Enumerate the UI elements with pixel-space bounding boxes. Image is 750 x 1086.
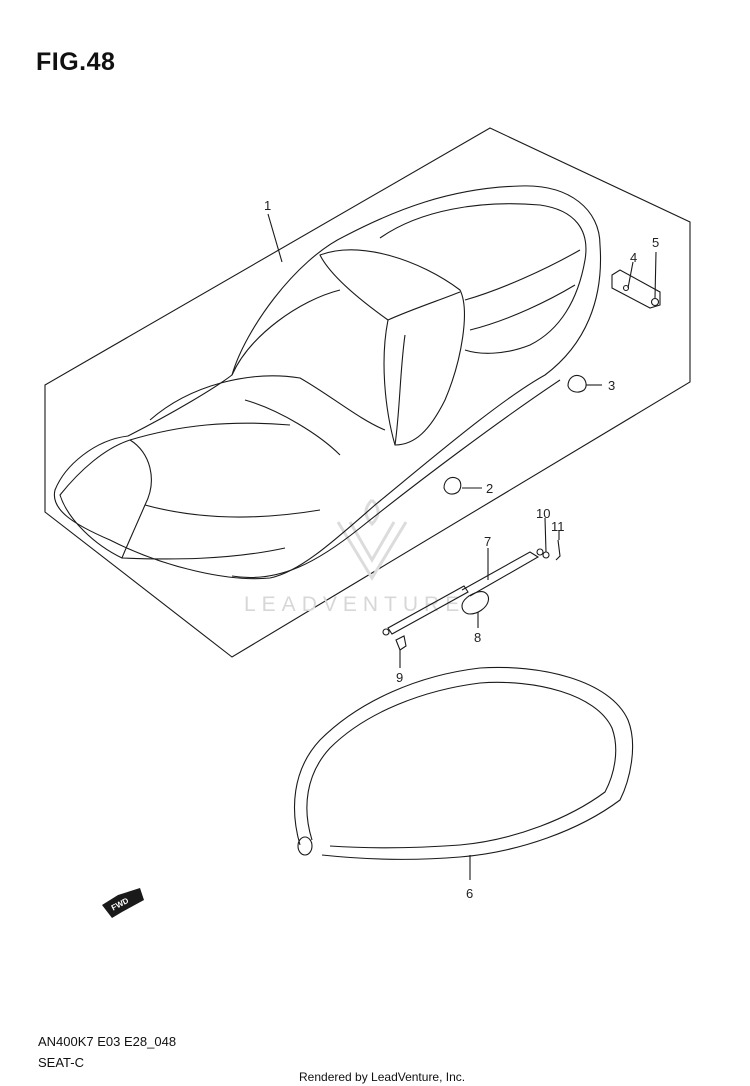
- bolt-part-5: [650, 251, 660, 307]
- callout-2: 2: [486, 481, 493, 496]
- callout-3: 3: [608, 378, 615, 393]
- callout-7: 7: [484, 534, 491, 549]
- bracket-part-4: [611, 261, 661, 309]
- assembly-outline: [44, 127, 691, 658]
- watermark-text: LEADVENTURE: [244, 593, 465, 616]
- leader-line-1: [267, 213, 283, 263]
- callout-4: 4: [630, 250, 637, 265]
- clip-part-11: [555, 530, 561, 561]
- bolt-part-9: [395, 635, 407, 668]
- render-credit: Rendered by LeadVenture, Inc.: [299, 1070, 466, 1084]
- cushion-part-3: [567, 374, 602, 393]
- cover-part-8: [461, 591, 490, 628]
- callout-9: 9: [396, 670, 403, 685]
- seal-part-6: [293, 666, 634, 880]
- grommet-part-2: [443, 476, 482, 495]
- damper-part-7: [382, 548, 544, 636]
- figure-title: FIG.48: [36, 48, 116, 76]
- callout-10: 10: [536, 506, 550, 521]
- callout-6: 6: [466, 886, 473, 901]
- fwd-arrow-icon: FWD: [102, 888, 144, 918]
- callout-1: 1: [264, 198, 271, 213]
- nut-part-10: [542, 517, 550, 559]
- watermark-logo: [336, 498, 408, 581]
- section-name: SEAT-C: [38, 1055, 84, 1070]
- callout-5: 5: [652, 235, 659, 250]
- callout-8: 8: [474, 630, 481, 645]
- seat-part: [53, 185, 602, 580]
- model-code: AN400K7 E03 E28_048: [38, 1034, 177, 1049]
- callout-11: 11: [551, 519, 565, 534]
